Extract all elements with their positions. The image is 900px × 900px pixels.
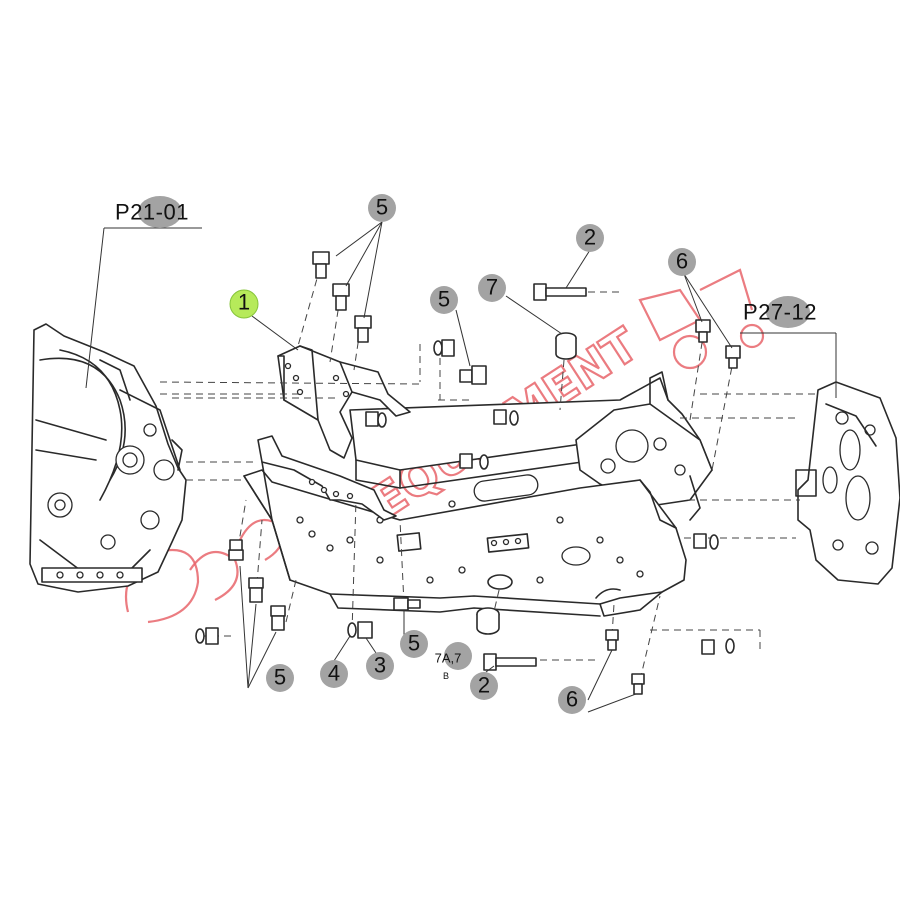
bolt-top-3 bbox=[354, 315, 372, 343]
bolt-right-1 bbox=[695, 319, 711, 343]
bolt-right-2 bbox=[725, 345, 741, 369]
bolt-bl-3 bbox=[270, 605, 286, 631]
leader-lines bbox=[239, 221, 733, 713]
fasteners bbox=[195, 251, 741, 695]
callout-2-top: 2 bbox=[584, 225, 596, 250]
callout-6-top: 6 bbox=[676, 249, 688, 274]
main-frame-weldment bbox=[243, 371, 713, 617]
bracket-assembly-part-1 bbox=[257, 345, 411, 521]
long-bolt-top bbox=[533, 283, 587, 301]
bolt-br-2 bbox=[631, 673, 645, 695]
callout-1: 1 bbox=[238, 290, 250, 315]
callout-3: 3 bbox=[374, 653, 386, 678]
bolt-top-1 bbox=[312, 251, 330, 279]
callout-5-bottom-center: 5 bbox=[408, 631, 420, 656]
right-cover-plate bbox=[795, 381, 900, 585]
callout-6-bottom: 6 bbox=[566, 687, 578, 712]
callout-bubbles: 5 2 5 7 6 5 4 3 5 7A,7 B 2 6 bbox=[266, 194, 696, 714]
callout-7a-cont: B bbox=[443, 671, 449, 681]
long-bolt-bottom bbox=[483, 653, 537, 671]
callout-7a: 7A,7 bbox=[435, 651, 462, 666]
bolt-top-2 bbox=[332, 283, 350, 311]
callout-5-mid: 5 bbox=[438, 287, 450, 312]
callout-7: 7 bbox=[486, 275, 498, 300]
callout-5-top: 5 bbox=[376, 195, 388, 220]
bushing-top bbox=[555, 332, 577, 360]
bushing-lower bbox=[476, 607, 500, 635]
bolt-bl-1 bbox=[228, 539, 244, 561]
bolt-bc bbox=[393, 597, 421, 611]
bolt-mid bbox=[459, 365, 487, 385]
callout-5-bottom-left: 5 bbox=[274, 665, 286, 690]
ref-p27-12: P27-12 bbox=[743, 300, 817, 325]
left-transmission-housing bbox=[29, 323, 187, 593]
ref-p21-01: P21-01 bbox=[115, 200, 189, 225]
bolt-bl-2 bbox=[248, 577, 264, 603]
bolt-br-1 bbox=[605, 629, 619, 651]
callout-4: 4 bbox=[328, 661, 340, 686]
callout-2-bottom: 2 bbox=[478, 673, 490, 698]
